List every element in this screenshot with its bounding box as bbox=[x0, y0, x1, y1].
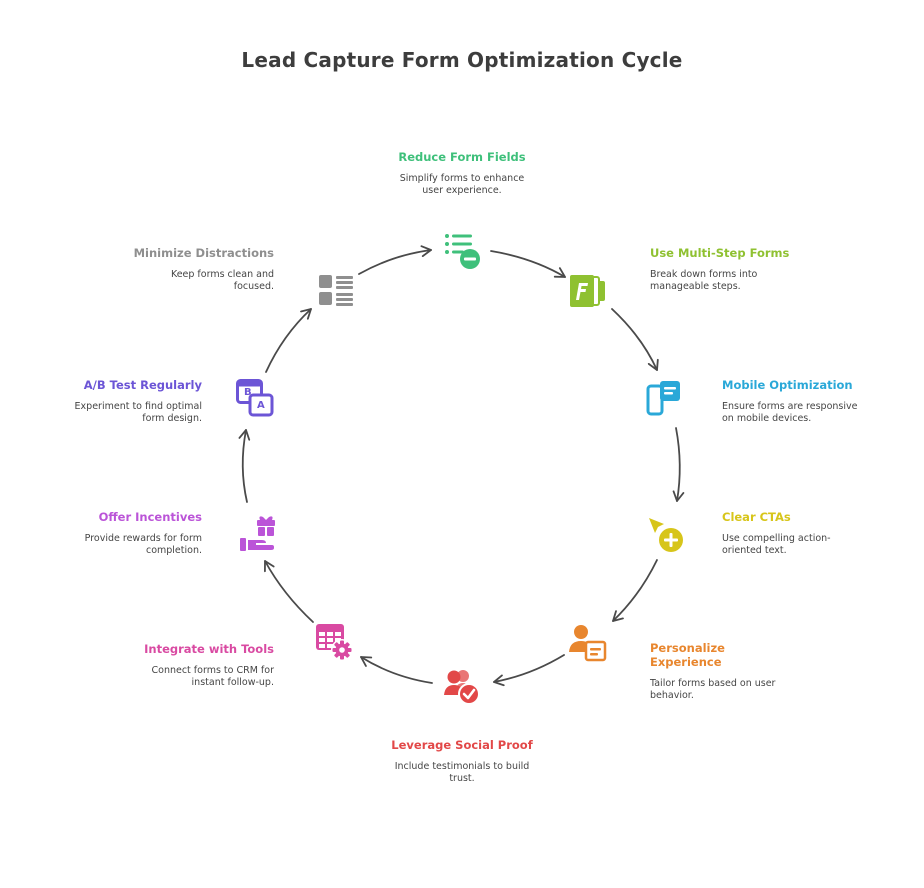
list-minus-icon bbox=[445, 234, 480, 269]
step-description: Break down forms into manageable steps. bbox=[650, 269, 758, 292]
step-offer-incentives: Offer Incentives Provide rewards for for… bbox=[52, 510, 202, 557]
step-heading: A/B Test Regularly bbox=[83, 378, 202, 392]
arrow-5-6 bbox=[493, 654, 565, 687]
table-gear-icon bbox=[316, 624, 353, 661]
arrow-2-3 bbox=[611, 308, 659, 371]
arrow-4-5 bbox=[612, 559, 658, 622]
step-heading: Minimize Distractions bbox=[133, 246, 274, 260]
step-description: Simplify forms to enhance user experienc… bbox=[399, 173, 525, 196]
step-minimize-distractions: Minimize Distractions Keep forms clean a… bbox=[114, 246, 274, 293]
step-heading: Personalize Experience bbox=[650, 641, 725, 669]
arrow-7-8 bbox=[264, 560, 314, 623]
step-heading: Leverage Social Proof bbox=[391, 738, 533, 752]
step-leverage-social-proof: Leverage Social Proof Include testimonia… bbox=[372, 738, 552, 785]
step-heading: Clear CTAs bbox=[722, 510, 791, 524]
step-heading: Reduce Form Fields bbox=[398, 150, 526, 164]
layout-grid-icon bbox=[319, 275, 353, 306]
cursor-plus-icon bbox=[649, 518, 683, 552]
step-use-multi-step-forms: Use Multi-Step Forms Break down forms in… bbox=[650, 246, 800, 293]
step-description: Experiment to find optimal form design. bbox=[74, 401, 202, 424]
step-mobile-optimization: Mobile Optimization Ensure forms are res… bbox=[722, 378, 882, 425]
step-ab-test-regularly: A/B Test Regularly Experiment to find op… bbox=[52, 378, 202, 425]
users-check-icon bbox=[444, 670, 480, 705]
step-description: Keep forms clean and focused. bbox=[170, 269, 274, 292]
multi-step-pages-icon bbox=[570, 275, 605, 307]
arrow-1-2 bbox=[490, 250, 566, 278]
gift-hand-icon bbox=[240, 516, 275, 551]
arrow-3-4 bbox=[672, 427, 685, 502]
ab-letter-b: B bbox=[244, 387, 252, 398]
diagram-title: Lead Capture Form Optimization Cycle bbox=[241, 48, 683, 72]
mobile-devices-icon bbox=[646, 381, 680, 416]
arrow-10-1 bbox=[358, 245, 432, 275]
arrow-9-10 bbox=[265, 308, 312, 373]
step-heading: Offer Incentives bbox=[98, 510, 202, 524]
step-description: Tailor forms based on user behavior. bbox=[650, 678, 776, 701]
ab-test-icon: B A bbox=[236, 379, 276, 419]
step-description: Provide rewards for form completion. bbox=[84, 533, 202, 556]
step-integrate-with-tools: Integrate with Tools Connect forms to CR… bbox=[124, 642, 274, 689]
step-reduce-form-fields: Reduce Form Fields Simplify forms to enh… bbox=[372, 150, 552, 197]
step-description: Connect forms to CRM for instant follow-… bbox=[151, 665, 275, 688]
arrow-6-7 bbox=[360, 656, 433, 684]
user-form-icon bbox=[569, 625, 607, 662]
ab-letter-a: A bbox=[257, 400, 265, 411]
step-heading: Mobile Optimization bbox=[722, 378, 853, 392]
step-heading: Integrate with Tools bbox=[144, 642, 274, 656]
step-personalize-experience: Personalize Experience Tailor forms base… bbox=[650, 641, 790, 702]
step-clear-ctas: Clear CTAs Use compelling action-oriente… bbox=[722, 510, 882, 557]
arrow-8-9 bbox=[238, 429, 251, 503]
step-description: Ensure forms are responsive on mobile de… bbox=[722, 401, 858, 424]
step-description: Include testimonials to build trust. bbox=[394, 761, 530, 784]
step-description: Use compelling action-oriented text. bbox=[722, 533, 831, 556]
step-heading: Use Multi-Step Forms bbox=[650, 246, 790, 260]
